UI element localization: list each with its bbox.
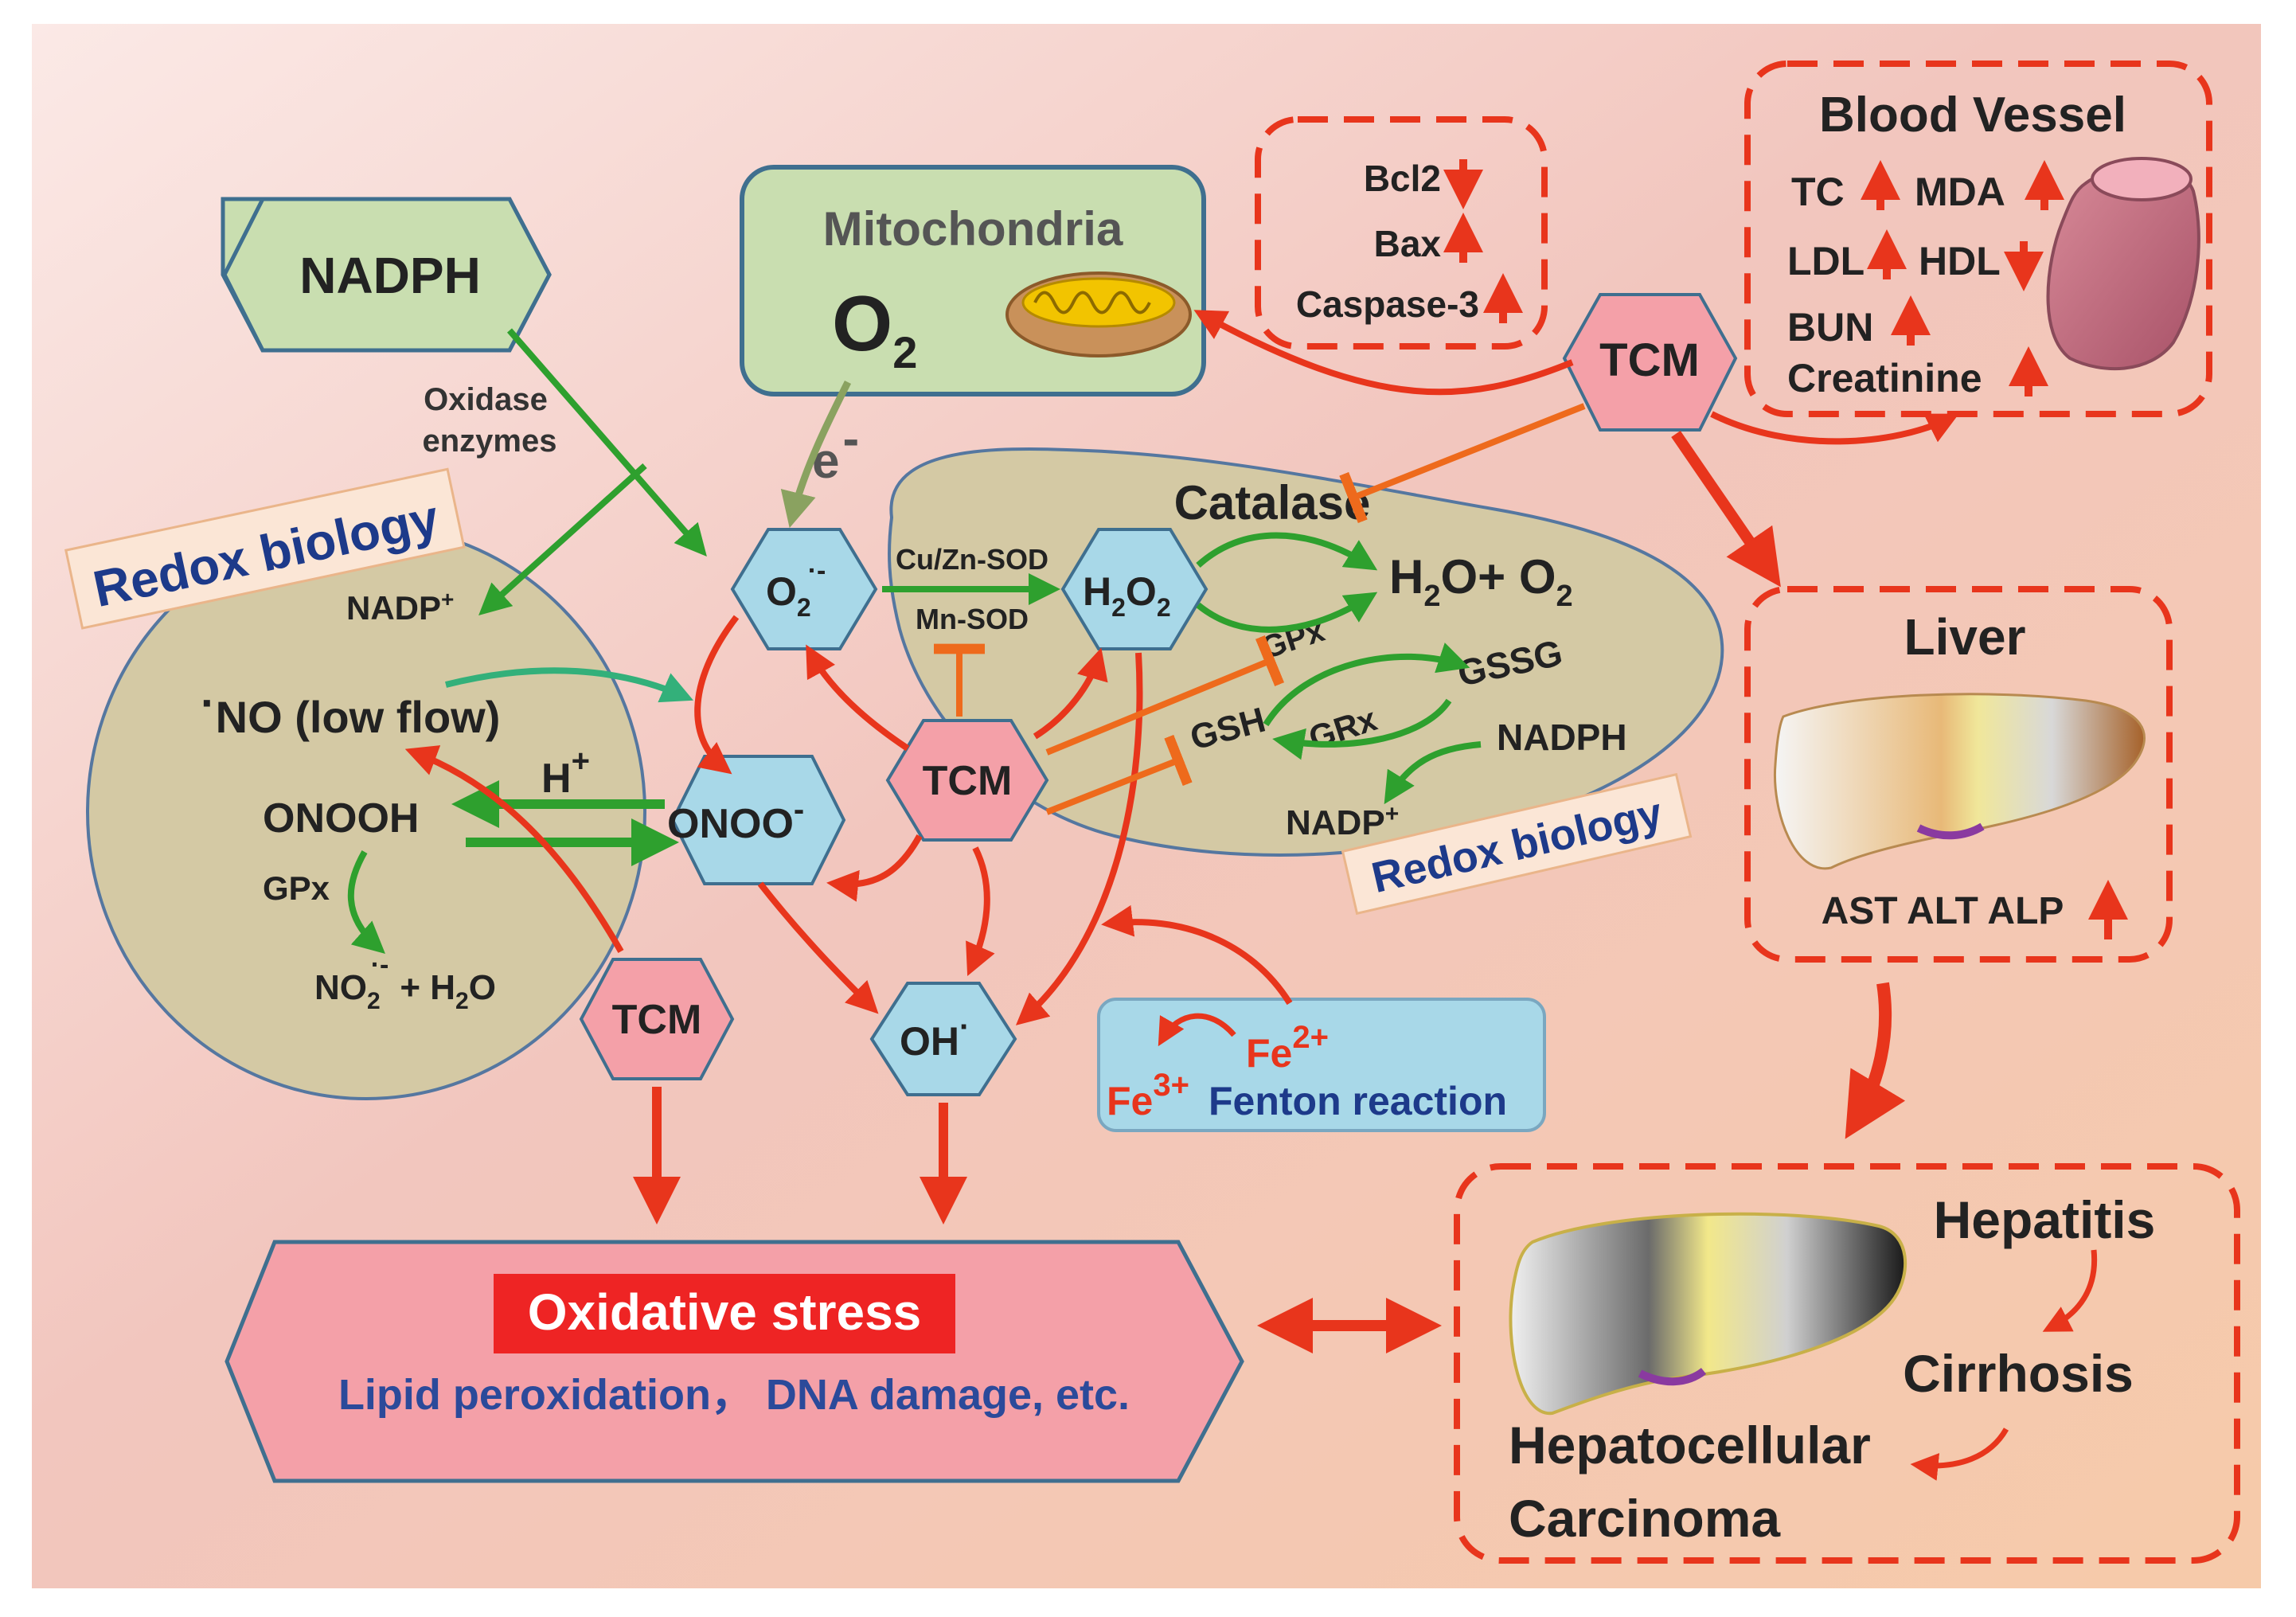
- h2o2-label: H2O2: [1083, 569, 1171, 622]
- blood-vessel-box: [1744, 61, 2212, 417]
- catalase-label: Catalase: [1174, 476, 1371, 529]
- mitochondria-title: Mitochondria: [823, 202, 1123, 256]
- electron-label: e-: [812, 412, 859, 489]
- o2-label: O2: [832, 279, 917, 377]
- red-arrows: [404, 310, 1959, 1025]
- blood-vessel-marker-label: BUN: [1787, 305, 1873, 350]
- nadph-right-label: NADPH: [1497, 717, 1627, 758]
- liver-to-disease-arrow: [1845, 982, 1906, 1139]
- fenton-box: [1097, 998, 1546, 1132]
- hepatitis-to-cirrhosis-arrow: [2042, 1249, 2098, 1332]
- onooh-label: ONOOH: [263, 795, 419, 842]
- gpx-left-label: GPx: [263, 869, 330, 907]
- superoxide-hexagon: [730, 528, 878, 650]
- onoo-label: ONOO-: [667, 792, 804, 847]
- tcm-left-hexagon: [579, 958, 735, 1080]
- green-arrows: [347, 328, 1482, 954]
- apoptosis-marker-label: Bcl2: [1364, 158, 1441, 199]
- apoptosis-marker-label: Caspase-3: [1296, 283, 1479, 325]
- liver-markers-label: AST ALT ALP: [1822, 890, 2064, 932]
- fenton-arrow: [1158, 1013, 1236, 1047]
- tcm-top-hexagon: [1562, 293, 1738, 432]
- no-flow-arrow: [445, 667, 693, 703]
- blood-vessel-marker-label: MDA: [1915, 170, 2005, 214]
- tcm-left-label: TCM: [612, 997, 702, 1043]
- diseased-liver-icon: [1509, 1212, 1907, 1416]
- blood-vessel-marker-label: Creatinine: [1787, 356, 1982, 400]
- hepatitis-label: Hepatitis: [1934, 1190, 2156, 1249]
- cirrhosis-label: Cirrhosis: [1903, 1344, 2134, 1403]
- blood-vessel-title: Blood Vessel: [1819, 88, 2126, 143]
- fe2-label: Fe2+: [1246, 1020, 1329, 1076]
- tcm-center-hexagon: [885, 719, 1049, 842]
- oxidative-stress-hexagon: [225, 1240, 1244, 1483]
- apoptosis-marker-label: Bax: [1374, 223, 1442, 264]
- blood-vessel-marker-label: HDL: [1919, 239, 2001, 283]
- liver-icon: [1773, 693, 2146, 870]
- blood-vessel-marker-label: TC: [1791, 170, 1845, 214]
- water-oxygen-label: H2O+ O2: [1389, 550, 1573, 613]
- oh-hexagon: [869, 982, 1017, 1096]
- disease-box: [1454, 1163, 2240, 1564]
- nadph-top-label: NADPH: [299, 247, 481, 304]
- electron-arrow: [780, 380, 852, 529]
- h-plus-label: H+: [541, 744, 590, 802]
- nadp-right-label: NADP+: [1286, 801, 1399, 842]
- tcm-top-label: TCM: [1599, 334, 1700, 386]
- tcm-center-label: TCM: [923, 758, 1013, 804]
- no-low-flow-label: ·NO (low flow): [201, 678, 500, 742]
- apoptosis-box: [1255, 116, 1548, 350]
- oh-label: OH·: [900, 1010, 970, 1064]
- h2o2-hexagon: [1060, 528, 1209, 650]
- tcm-to-liver-arrow: [1671, 431, 1781, 588]
- superoxide-label: O2·-: [766, 556, 826, 622]
- mn-sod-label: Mn-SOD: [916, 603, 1029, 635]
- no2-label: NO2·-+ H2O: [314, 950, 496, 1014]
- cu-zn-sod-label: Cu/Zn-SOD: [896, 543, 1048, 576]
- nadp-left-label: NADP+: [346, 587, 454, 627]
- oxidative-subtitle: Lipid peroxidation， DNA damage, etc.: [338, 1371, 1130, 1419]
- blood-vessel-icon: [2046, 157, 2200, 371]
- cirrhosis-to-hcc-arrow: [1910, 1428, 2009, 1481]
- fe3-label: Fe3+: [1107, 1068, 1189, 1123]
- oxidative-title: Oxidative stress: [528, 1283, 922, 1341]
- fenton-label: Fenton reaction: [1209, 1079, 1507, 1123]
- oxidative-title-bg: [494, 1274, 955, 1353]
- inhibition-lines: [934, 403, 1586, 815]
- blood-vessel-marker-label: LDL: [1787, 239, 1865, 283]
- blood-vessel-markers: TC MDA LDL HDL BUN Creatinine: [1787, 160, 2064, 400]
- liver-box: [1744, 586, 2173, 963]
- liver-title: Liver: [1904, 608, 2026, 666]
- mitochondrion-icon: [1005, 271, 1192, 357]
